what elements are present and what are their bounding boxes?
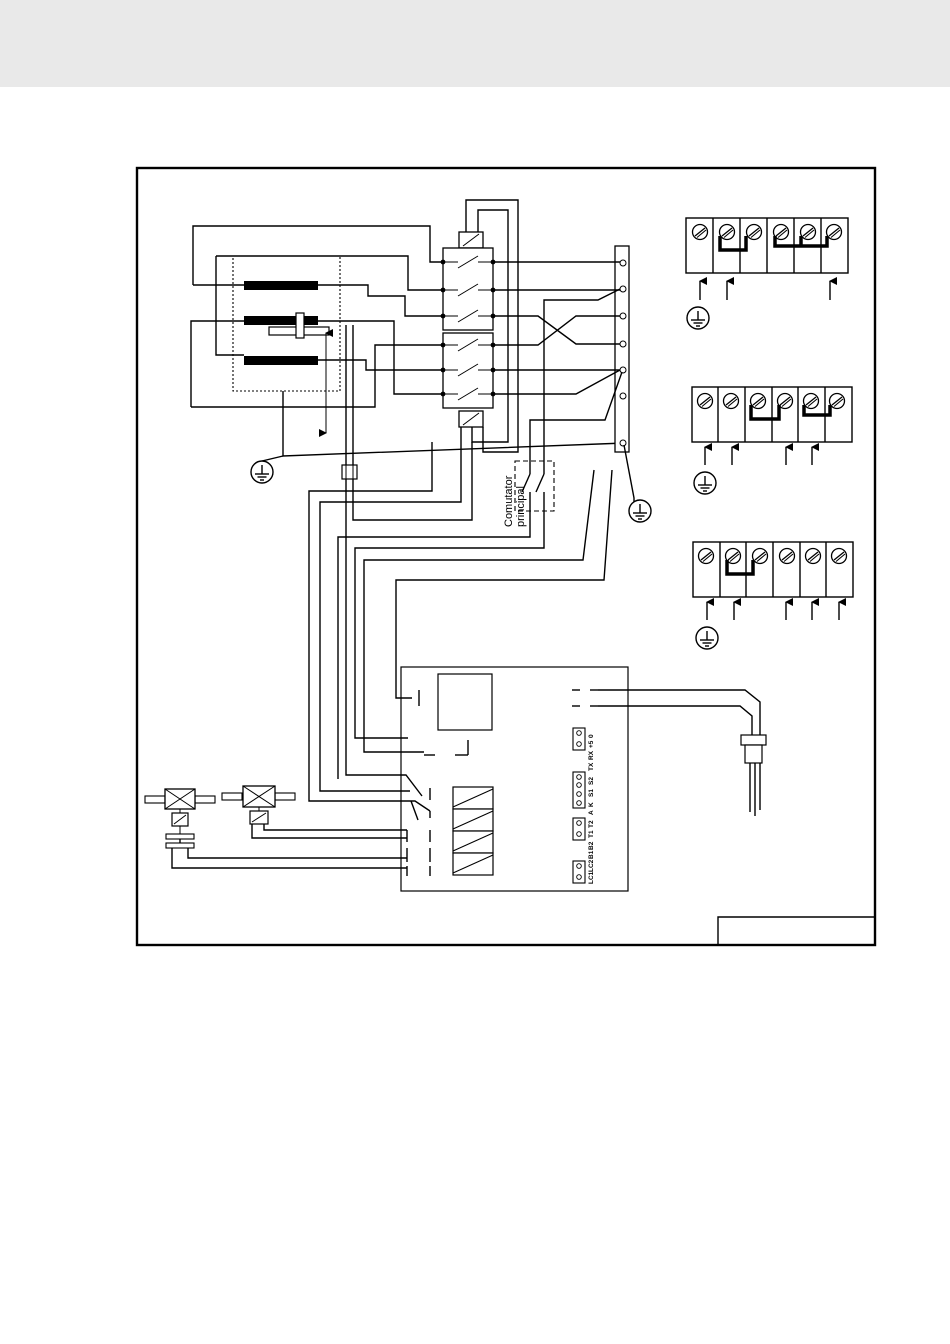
terminal-block-2 xyxy=(692,387,852,494)
terminal-label: T1 xyxy=(588,830,595,838)
contactor xyxy=(441,200,518,452)
solenoid-valve xyxy=(222,786,407,838)
terminal-label: S2 xyxy=(588,777,595,785)
terminal-label: RX xyxy=(588,750,595,760)
terminal-label: LC2 xyxy=(588,859,595,872)
terminal-label: B1 xyxy=(588,850,595,859)
element-wiring xyxy=(191,226,625,456)
controller-board: LC1 LC2 B1 B2 T1 T2 A K S1 S2 TX RX +5 0 xyxy=(401,667,628,891)
terminal-block-3 xyxy=(693,542,853,649)
ground-icon xyxy=(629,500,651,522)
temperature-probe xyxy=(598,690,766,816)
main-switch: Comutator principal xyxy=(503,461,554,527)
terminal-label: LC1 xyxy=(588,871,595,884)
terminal-label: +5 xyxy=(588,740,595,748)
thermostat-connector xyxy=(342,325,357,479)
ground-icon xyxy=(251,461,273,483)
main-switch-label: principal xyxy=(515,486,527,527)
controller-wiring xyxy=(309,427,612,811)
terminal-label: B2 xyxy=(588,841,595,850)
terminal-label: 0 xyxy=(588,734,595,738)
terminal-label: TX xyxy=(588,762,595,771)
main-switch-label: Comutator xyxy=(503,475,515,527)
terminal-label: A xyxy=(588,810,595,815)
terminal-block-1 xyxy=(686,218,848,329)
title-block xyxy=(718,917,875,945)
terminal-label: T2 xyxy=(588,820,595,828)
terminal-label: S1 xyxy=(588,789,595,797)
terminal-label: K xyxy=(588,802,595,807)
terminal-strip xyxy=(493,246,634,506)
